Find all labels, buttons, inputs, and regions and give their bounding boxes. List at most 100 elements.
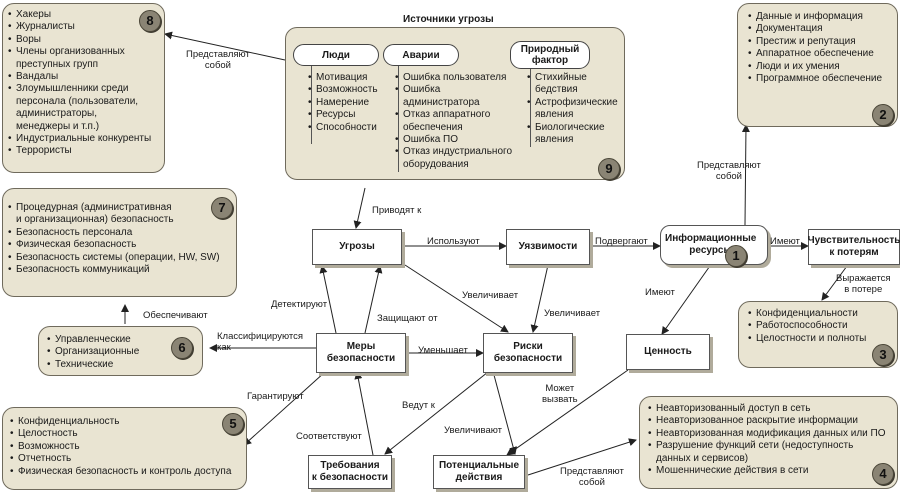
list-item: Ошибка пользователя [395,72,512,85]
arrow-detect [319,265,337,334]
list-item: Террористы [8,145,151,158]
list-item: Воры [8,34,151,47]
measure-types-list: Управленческие Организационные Техническ… [47,334,139,372]
list-item: Ошибка администратора [395,84,512,109]
label-use: Используют [427,236,480,247]
security-goals-list: Конфиденциальность Целостность Возможнос… [10,416,231,478]
label-lead-to2: Ведут к [402,400,435,411]
list-item: Мошеннические действия в сети [648,465,885,478]
list-item: Неавторизованная модификация данных или … [648,428,885,441]
loss-types-list: Конфиденциальности Работоспособности Цел… [748,308,866,346]
arrow-lead-to [353,187,366,229]
natural-list: Стихийные бедствия Астрофизические явлен… [527,72,618,146]
label-reduce: Уменьшает [418,345,468,356]
badge-5: 5 [222,413,244,435]
label-classified: Классифицируются как [217,331,304,353]
list-item: Способности [308,122,378,135]
list-item: Безопасность персонала [8,227,220,240]
arrow-increase2 [530,264,549,333]
info-resources-label: Информационные ресурсы [665,233,757,256]
arrow-have2 [661,262,713,335]
list-item: Отказ аппаратного обеспечения [395,109,512,134]
potential-actions-items: Неавторизованный доступ в сеть Неавториз… [648,403,885,478]
arrow-may-cause [506,369,629,456]
panel-measure-types: Управленческие Организационные Техническ… [38,326,203,376]
badge-9: 9 [598,158,620,180]
list-item: Неавторизованное раскрытие информации [648,415,885,428]
list-item: Управленческие [47,334,139,347]
node-info-resources: Информационные ресурсы [660,225,768,265]
list-item: Физическая безопасность [8,239,220,252]
list-item: Технические [47,359,139,372]
list-item: Хакеры [8,9,151,22]
node-threats: Угрозы [312,229,402,265]
accidents-pill: Аварии [383,44,459,66]
panel-security-goals: Конфиденциальность Целостность Возможнос… [2,407,247,490]
label-represent-top: Представляют собой [186,49,250,71]
label-represent-bottom: Представляют собой [560,466,624,488]
panel-security-domains: Процедурная (административная и организа… [2,188,237,297]
arrow-lead-to2 [384,371,489,455]
panel-loss-types: Конфиденциальности Работоспособности Цел… [738,301,898,368]
label-increase2: Увеличивает [544,308,601,319]
label-increase1: Увеличивает [462,290,519,301]
arrow-represent-right [741,124,750,226]
list-item: Программное обеспечение [748,73,882,86]
list-item: Целостность [10,428,231,441]
label-guarantee: Гарантируют [247,391,304,402]
list-item: Возможность [308,84,378,97]
list-item: Конфиденциальность [10,416,231,429]
badge-6: 6 [171,337,193,359]
label-may-cause: Может вызвать [542,383,578,405]
label-detect: Детектируют [271,299,328,310]
label-have: Имеют [770,236,800,247]
list-item: Люди и их умения [748,61,882,74]
list-item: Ресурсы [308,109,378,122]
list-item: Престиж и репутация [748,36,882,49]
node-sensitivity: Чувствительность к потерям [808,229,900,265]
list-item: Безопасность системы (операции, HW, SW) [8,252,220,265]
natural-pill: Природный фактор [510,41,590,69]
badge-7: 7 [211,197,233,219]
list-item: Отказ индустриального оборудования [395,146,512,171]
arrow-increase1 [404,264,509,333]
arrow-protect [364,265,383,334]
list-item: Злоумышленники среди персонала (пользова… [8,83,151,133]
badge-4: 4 [872,463,894,485]
threat-sources-title: Источники угрозы [403,14,494,25]
people-list: Мотивация Возможность Намерение Ресурсы … [308,72,378,134]
label-increase3: Увеличивают [444,425,503,436]
assets-list: Данные и информация Документация Престиж… [748,11,882,86]
badge-3: 3 [872,344,894,366]
panel-assets: Данные и информация Документация Престиж… [737,3,898,127]
list-item: Возможность [10,441,231,454]
node-security-measures: Меры безопасности [316,333,406,373]
list-item: Ошибка ПО [395,134,512,147]
list-item: Разрушение функций сети (недоступность д… [648,440,885,465]
list-item: Стихийные бедствия [527,72,618,97]
panel-threat-sources: Люди Мотивация Возможность Намерение Рес… [285,27,625,180]
label-protect: Защищают от [377,313,438,324]
list-item: Астрофизические явления [527,97,618,122]
list-item: Неавторизованный доступ в сеть [648,403,885,416]
arrow-guarantee [243,371,326,446]
badge-1: 1 [725,245,747,267]
arrow-represent-top [164,31,286,61]
list-item: Индустриальные конкуренты [8,133,151,146]
list-item: Аппаратное обеспечение [748,48,882,61]
list-item: Отчетность [10,453,231,466]
label-correspond: Соответствуют [296,431,362,442]
list-item: Члены организованных преступных групп [8,46,151,71]
list-item: Биологические явления [527,122,618,147]
panel-threat-agents: Хакеры Журналисты Воры Члены организован… [2,3,165,173]
label-lead-to: Приводят к [372,205,422,216]
threat-agents-list: Хакеры Журналисты Воры Члены организован… [8,9,151,158]
accidents-list: Ошибка пользователя Ошибка администратор… [395,72,512,171]
label-expressed: Выражается в потере [836,273,891,295]
list-item: Журналисты [8,21,151,34]
badge-2: 2 [872,104,894,126]
node-potential-actions: Потенциальные действия [433,455,525,489]
list-item: Намерение [308,97,378,110]
security-domains-list: Процедурная (административная и организа… [8,202,220,277]
